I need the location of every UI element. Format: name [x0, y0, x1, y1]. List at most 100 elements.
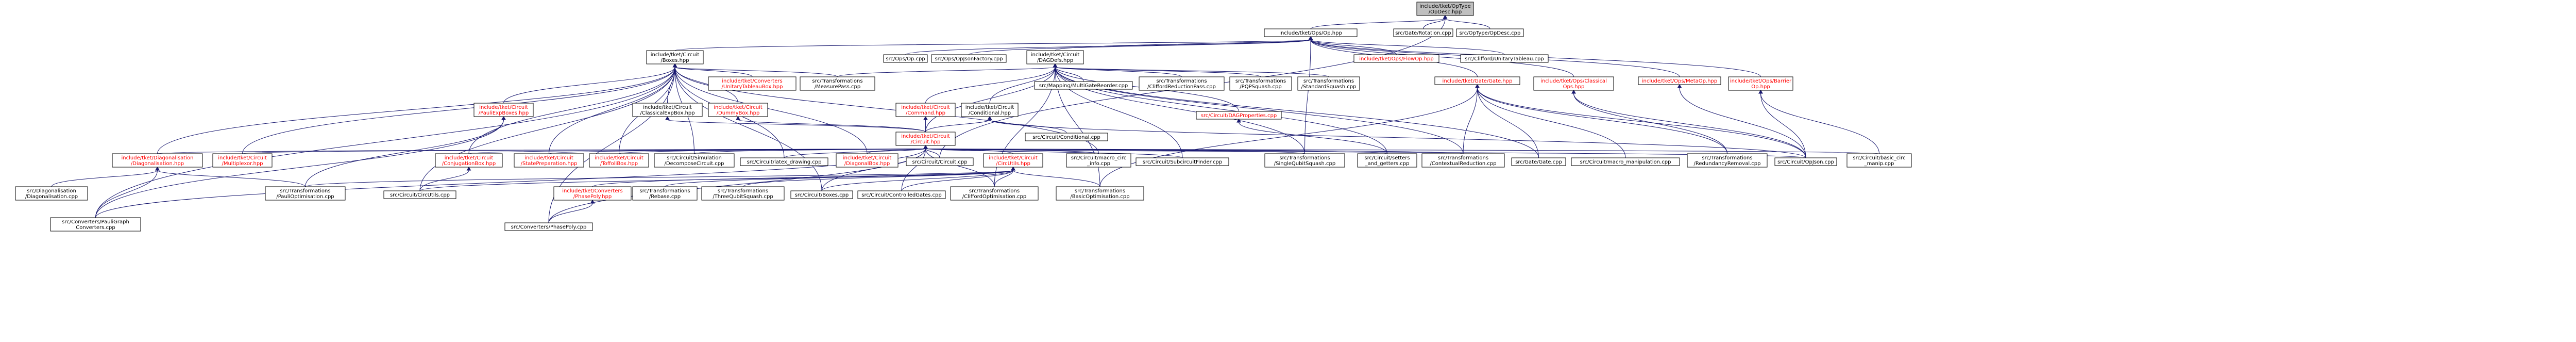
- edge-line: [989, 67, 1056, 104]
- edge-pauli-graph-to-diag-hpp: [95, 167, 160, 218]
- node-box: [1533, 76, 1614, 91]
- node-label: include/tket/Diagonalisation: [122, 155, 194, 161]
- node-toffoli[interactable]: include/tket/Circuit/ToffoliBox.hpp: [589, 153, 649, 168]
- node-diag-box[interactable]: include/tket/Circuit/DiagonalBox.hpp: [836, 153, 899, 168]
- node-label: /Boxes.hpp: [660, 58, 689, 63]
- node-label: src/Transformations: [1303, 78, 1354, 84]
- node-box: [895, 103, 956, 117]
- node-rebase2[interactable]: src/Transformations/Rebase.cpp: [632, 186, 698, 201]
- node-conditional-cpp[interactable]: src/Circuit/Conditional.cpp: [1025, 133, 1108, 141]
- edge-contextual-to-gate-hpp: [1463, 84, 1480, 154]
- node-label: src/Transformations: [639, 188, 690, 194]
- node-circuit-hpp[interactable]: include/tket/Circuit/Circuit.hpp: [895, 132, 956, 146]
- node-conj-box[interactable]: include/tket/Circuit/ConjugationBox.hpp: [435, 153, 503, 168]
- node-conditional-hpp[interactable]: include/tket/Circuit/Conditional.hpp: [961, 103, 1019, 117]
- node-label: include/tket/Circuit: [901, 134, 950, 139]
- node-basic-circ[interactable]: src/Circuit/basic_circ_manip.cpp: [1846, 153, 1912, 168]
- node-label: _manip.cpp: [1864, 161, 1894, 167]
- node-pqp[interactable]: src/Transformations/PQPSquash.cpp: [1229, 76, 1292, 91]
- edge-rebase-to-circutils-hpp: [305, 167, 1015, 187]
- node-circutils-cpp[interactable]: src/Circuit/CircUtils.cpp: [383, 190, 456, 199]
- node-circutils-hpp[interactable]: include/tket/Circuit/CircUtils.hpp: [983, 153, 1043, 168]
- node-label: src/Circuit/OpJson.cpp: [1777, 159, 1834, 165]
- node-box: [112, 153, 203, 168]
- node-box: [983, 153, 1043, 168]
- node-op-hpp[interactable]: include/tket/Ops/Op.hpp: [1264, 28, 1358, 37]
- node-label: src/Circuit/SubcircuitFinder.cpp: [1143, 159, 1222, 165]
- node-op-group[interactable]: src/Circuit/OpJson.cpp: [1774, 157, 1837, 166]
- node-latex[interactable]: src/Circuit/latex_drawing.cpp: [740, 157, 828, 166]
- edge-line: [901, 148, 926, 191]
- node-multigate[interactable]: src/Mapping/MultiGateReorder.cpp: [1034, 81, 1133, 90]
- node-label: include/tket/Circuit: [989, 155, 1038, 161]
- node-box: [1264, 153, 1345, 168]
- node-label: /ClassicalExpBox.hpp: [640, 110, 694, 116]
- edge-ops-op-cpp-to-op-hpp: [905, 36, 1313, 55]
- node-redundancy[interactable]: src/Transformations/RedundancyRemoval.cp…: [1687, 153, 1768, 168]
- node-controlled[interactable]: src/Circuit/ControlledGates.cpp: [857, 190, 946, 199]
- node-pauliexp[interactable]: include/tket/Circuit/PauliExpBoxes.hpp: [473, 103, 534, 117]
- node-ops-opjson[interactable]: src/Ops/OpJsonFactory.cpp: [931, 54, 1007, 63]
- node-macro-manip[interactable]: src/Circuit/macro_manipulation.cpp: [1571, 157, 1680, 166]
- node-meta-op[interactable]: include/tket/Ops/MetaOp.hpp: [1638, 76, 1721, 85]
- node-command-hpp[interactable]: include/tket/Circuit/Command.hpp: [895, 103, 956, 117]
- node-box: [1026, 50, 1084, 64]
- node-label: /PQPSquash.cpp: [1240, 84, 1281, 90]
- node-dag-props[interactable]: src/Circuit/DAGProperties.cpp: [1196, 111, 1282, 120]
- node-subcircuit[interactable]: src/Circuit/SubcircuitFinder.cpp: [1136, 157, 1229, 166]
- edge-line: [925, 67, 1056, 133]
- node-gate-cpp[interactable]: src/Gate/Gate.cpp: [1511, 157, 1566, 166]
- edge-line: [1423, 18, 1446, 29]
- node-circuit-cpp[interactable]: src/Circuit/Circuit.cpp: [906, 157, 974, 166]
- node-macro-circ[interactable]: src/Circuit/macro_circ_info.cpp: [1066, 153, 1131, 168]
- edge-arrowhead: [1758, 90, 1763, 94]
- node-ops-op-cpp[interactable]: src/Ops/Op.cpp: [883, 54, 928, 63]
- node-gate-rotation[interactable]: src/Gate/Rotation.cpp: [1393, 28, 1453, 37]
- node-multiplexor[interactable]: include/tket/Circuit/Multiplexor.hpp: [212, 153, 273, 168]
- node-label: /SingleQubitSquash.cpp: [1274, 161, 1335, 167]
- node-dummy-box[interactable]: include/tket/Circuit/DummyBox.hpp: [708, 103, 768, 117]
- node-label: src/Transformations: [1156, 78, 1207, 84]
- node-dag-defs[interactable]: include/tket/Circuit/DAGDefs.hpp: [1026, 50, 1084, 64]
- node-clifford-unitary[interactable]: src/Clifford/UnitaryTableau.cpp: [1460, 54, 1549, 63]
- node-contextual[interactable]: src/Transformations/ContextualReduction.…: [1421, 153, 1505, 168]
- node-state-prep[interactable]: include/tket/Circuit/StatePreparation.hp…: [514, 153, 584, 168]
- node-meas-ratio[interactable]: src/Transformations/MeasurePass.cpp: [800, 76, 875, 91]
- node-setters[interactable]: src/Circuit/setters_and_getters.cpp: [1357, 153, 1417, 168]
- edge-arrowhead: [501, 116, 506, 120]
- node-conv-phasepoly[interactable]: include/tket/Converters/PhasePoly.hpp: [553, 186, 632, 201]
- node-phasepoly-cpp[interactable]: src/Converters/PhasePoly.cpp: [504, 222, 593, 231]
- node-optype-opdesc[interactable]: src/OpType/OpDesc.cpp: [1456, 28, 1524, 37]
- node-rebase[interactable]: src/Transformations/PauliOptimisation.cp…: [265, 186, 346, 201]
- node-conv-unitary[interactable]: include/tket/Converters/UnitaryTableauBo…: [708, 76, 796, 91]
- node-label: src/Ops/OpJsonFactory.cpp: [935, 56, 1003, 62]
- node-sim-decomp[interactable]: src/Circuit/Simulation/DecomposeCircuit.…: [654, 153, 735, 168]
- edge-macro-manip-to-gate-hpp: [1475, 84, 1626, 158]
- node-label: /ContextualReduction.cpp: [1430, 161, 1496, 167]
- node-classical-exp[interactable]: include/tket/Circuit/ClassicalExpBox.hpp: [632, 103, 703, 117]
- node-clifford-opt[interactable]: src/Transformations/CliffordOptimisation…: [950, 186, 1039, 201]
- node-label: src/Circuit/basic_circ: [1853, 155, 1905, 161]
- node-diag-hpp[interactable]: include/tket/Diagonalisation/Diagonalisa…: [112, 153, 203, 168]
- node-gate-hpp[interactable]: include/tket/Gate/Gate.hpp: [1434, 76, 1520, 85]
- node-std-squash[interactable]: src/Transformations/StandardSquash.cpp: [1297, 76, 1360, 91]
- node-diag-cpp[interactable]: src/Diagonalisation/Diagonalisation.cpp: [15, 186, 88, 201]
- node-flowop[interactable]: include/tket/Ops/FlowOp.hpp: [1353, 54, 1439, 63]
- node-three-qubit[interactable]: src/Transformations/ThreeQubitSquash.cpp: [701, 186, 785, 201]
- node-label: Converters.cpp: [76, 225, 115, 231]
- node-single-qubit[interactable]: src/Transformations/SingleQubitSquash.cp…: [1264, 153, 1345, 168]
- edge-rebase-to-diag-hpp: [155, 167, 306, 187]
- edge-line: [1055, 67, 1182, 77]
- node-boxes-cpp[interactable]: src/Circuit/Boxes.cpp: [790, 190, 853, 199]
- edge-circuit-hpp-to-dummy-box: [736, 116, 926, 133]
- node-box: [1460, 54, 1549, 63]
- edge-line: [1239, 122, 1387, 154]
- node-boxes-hpp[interactable]: include/tket/Circuit/Boxes.hpp: [646, 50, 704, 64]
- edge-line: [925, 148, 1879, 154]
- node-basic-opt[interactable]: src/Transformations/BasicOptimisation.cp…: [1056, 186, 1144, 201]
- edge-line: [674, 67, 868, 154]
- node-clifford-red[interactable]: src/Transformations/CliffordReductionPas…: [1139, 76, 1225, 91]
